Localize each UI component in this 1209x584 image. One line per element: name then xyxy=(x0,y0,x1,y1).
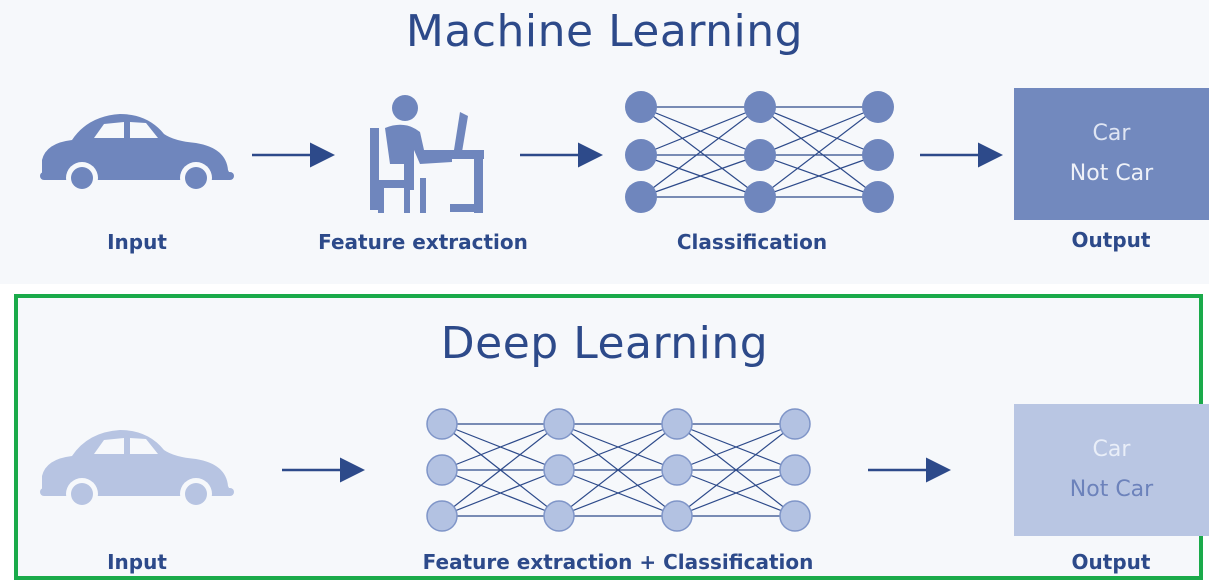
network-node xyxy=(862,91,894,123)
output-not-car-text: Not Car xyxy=(1069,161,1154,186)
output-car-text: Car xyxy=(1092,121,1131,146)
network-node xyxy=(625,139,657,171)
dl-input-label: Input xyxy=(107,550,167,574)
ml-output-box: Car Not Car xyxy=(1014,88,1209,220)
network-node xyxy=(543,454,575,486)
network-node xyxy=(744,139,776,171)
network-node xyxy=(779,408,811,440)
dl-neural-network xyxy=(426,408,811,532)
machine-learning-panel xyxy=(0,0,1209,284)
machine-learning-title: Machine Learning xyxy=(405,6,804,57)
ml-neural-network xyxy=(625,91,894,213)
dl-output-label: Output xyxy=(1071,550,1151,574)
car-icon xyxy=(40,114,234,194)
network-node xyxy=(744,91,776,123)
network-node xyxy=(661,454,693,486)
deep-learning-title: Deep Learning xyxy=(440,318,769,369)
network-node xyxy=(625,91,657,123)
car-icon-light xyxy=(40,430,234,510)
network-node xyxy=(862,139,894,171)
deep-learning-panel xyxy=(14,294,1203,580)
person-at-desk-icon xyxy=(370,95,484,213)
network-node xyxy=(661,408,693,440)
dl-feature-classification-label: Feature extraction + Classification xyxy=(422,550,814,574)
ml-input-label: Input xyxy=(107,230,167,254)
ml-output-label: Output xyxy=(1071,228,1151,252)
output-car-text: Car xyxy=(1092,437,1131,462)
ml-feature-extraction-label: Feature extraction xyxy=(318,230,528,254)
network-node xyxy=(779,454,811,486)
ml-classification-label: Classification xyxy=(676,230,828,254)
output-not-car-text: Not Car xyxy=(1069,477,1154,502)
network-node xyxy=(543,408,575,440)
dl-output-box: Car Not Car xyxy=(1014,404,1209,536)
network-node xyxy=(543,500,575,532)
network-node xyxy=(779,500,811,532)
network-node xyxy=(426,408,458,440)
network-node xyxy=(426,454,458,486)
network-node xyxy=(744,181,776,213)
network-node xyxy=(862,181,894,213)
network-node xyxy=(625,181,657,213)
network-node xyxy=(661,500,693,532)
network-node xyxy=(426,500,458,532)
